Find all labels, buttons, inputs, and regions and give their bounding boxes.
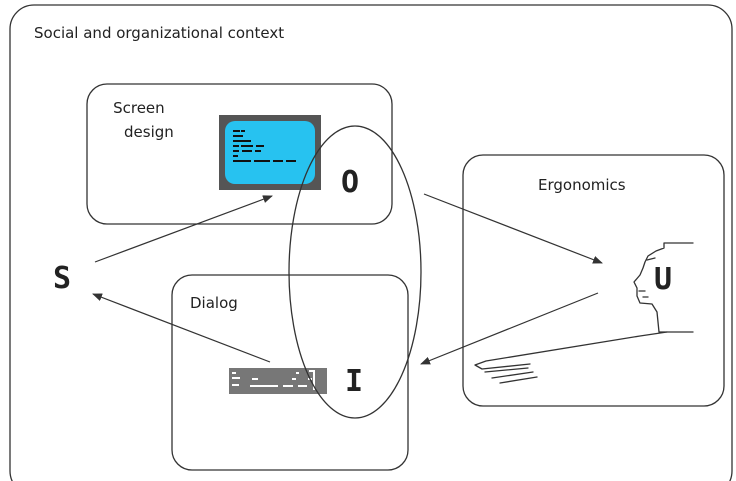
interface-ellipse [288, 125, 422, 419]
screen-icon [219, 115, 321, 190]
screen-design-box [86, 83, 393, 225]
dialog-box [171, 274, 409, 471]
context-frame [9, 4, 733, 481]
context-title: Social and organizational context [34, 24, 285, 42]
letter-s: S [53, 261, 72, 296]
person-icon [474, 242, 694, 384]
arrow-o-to-ergonomics [423, 193, 603, 264]
dialog-label: Dialog [190, 294, 238, 312]
ergonomics-box [462, 154, 725, 407]
dialog-bar-icon [229, 368, 327, 394]
screen-design-label-line2: design [124, 123, 174, 141]
letter-i: I [345, 364, 364, 399]
screen-display [225, 121, 315, 184]
screen-design-label: Screen design [104, 96, 174, 144]
screen-design-label-line1: Screen [113, 99, 165, 117]
arrow-ergonomics-to-i [420, 292, 599, 365]
letter-o: O [341, 165, 360, 200]
ergonomics-label: Ergonomics [538, 176, 626, 194]
arrow-dialog-to-s [92, 293, 271, 363]
letter-u: U [654, 262, 673, 297]
arrow-s-to-screen [94, 195, 273, 263]
